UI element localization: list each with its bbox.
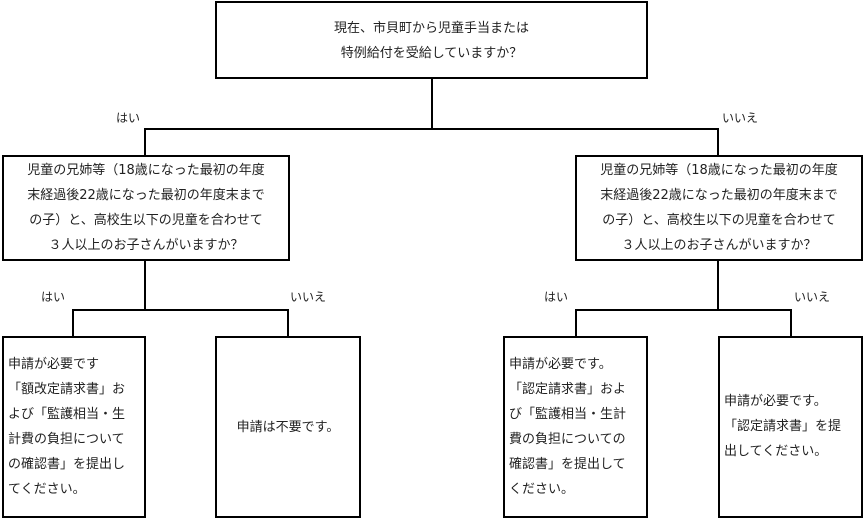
connector-left-question-down — [144, 260, 146, 310]
label-right-yes: はい — [544, 290, 569, 304]
connector-root-down — [431, 78, 433, 130]
connector-to-result-rr — [790, 309, 792, 337]
result-line: 申請が必要です。 — [509, 357, 612, 372]
connector-to-result-ll — [72, 309, 74, 337]
result-line: 確認書」を提出して — [509, 457, 626, 472]
root-question-line: 特例給付を受給していますか？ — [340, 46, 523, 61]
label-right-no: いいえ — [794, 290, 831, 304]
label-root-yes: はい — [116, 111, 141, 125]
left-question-line: 児童の兄姉等（18歳になった最初の年度 — [27, 163, 265, 178]
root-question-line: 現在、市貝町から児童手当または — [333, 21, 529, 36]
result-box-right-no: 申請が必要です。 「認定請求書」を提 出してください。 — [718, 336, 863, 518]
result-line: 「認定請求書」およ — [509, 382, 627, 397]
result-box-left-no: 申請は不要です。 — [215, 336, 361, 518]
result-line: てください。 — [8, 482, 86, 497]
left-question-box: 児童の兄姉等（18歳になった最初の年度 末経過後22歳になった最初の年度末まで … — [2, 155, 290, 261]
result-line: よび「監護相当・生 — [8, 407, 126, 422]
right-question-box: 児童の兄姉等（18歳になった最初の年度 末経過後22歳になった最初の年度末まで … — [575, 155, 863, 261]
right-question-line: 児童の兄姉等（18歳になった最初の年度 — [600, 163, 838, 178]
connector-to-result-lr — [287, 309, 289, 337]
result-line: 出してください。 — [724, 444, 828, 459]
connector-left-horizontal — [72, 309, 289, 311]
right-question-line: の子）と、高校生以下の児童を合わせて — [602, 213, 836, 228]
result-line: 費の負担についての — [509, 432, 626, 447]
label-left-yes: はい — [41, 290, 66, 304]
result-line: 「認定請求書」を提 — [724, 419, 842, 434]
result-line: ください。 — [509, 482, 575, 497]
result-line: 申請が必要です。 — [724, 394, 827, 409]
label-left-no: いいえ — [290, 290, 327, 304]
result-box-right-yes: 申請が必要です。 「認定請求書」およ び「監護相当・生計 費の負担についての 確… — [503, 336, 648, 518]
result-line: の確認書」を提出し — [8, 457, 126, 472]
root-question-box: 現在、市貝町から児童手当または 特例給付を受給していますか？ — [215, 1, 648, 79]
connector-root-horizontal — [144, 128, 719, 130]
result-box-left-yes: 申請が必要です 「額改定請求書」お よび「監護相当・生 計費の負担について の確… — [2, 336, 146, 518]
result-line: 申請が必要です — [8, 357, 100, 372]
result-line: 申請は不要です。 — [236, 420, 340, 435]
right-question-line: ３人以上のお子さんがいますか？ — [621, 238, 817, 253]
right-question-line: 末経過後22歳になった最初の年度末まで — [600, 188, 838, 203]
connector-right-horizontal — [575, 309, 792, 311]
result-line: 「額改定請求書」お — [8, 382, 126, 397]
left-question-line: の子）と、高校生以下の児童を合わせて — [29, 213, 263, 228]
connector-to-right-question — [717, 128, 719, 156]
connector-right-question-down — [717, 260, 719, 310]
left-question-line: 末経過後22歳になった最初の年度末まで — [27, 188, 265, 203]
connector-to-left-question — [144, 128, 146, 156]
result-line: 計費の負担について — [8, 432, 125, 447]
label-root-no: いいえ — [722, 111, 759, 125]
result-line: び「監護相当・生計 — [509, 407, 627, 422]
left-question-line: ３人以上のお子さんがいますか？ — [48, 238, 244, 253]
connector-to-result-rl — [575, 309, 577, 337]
